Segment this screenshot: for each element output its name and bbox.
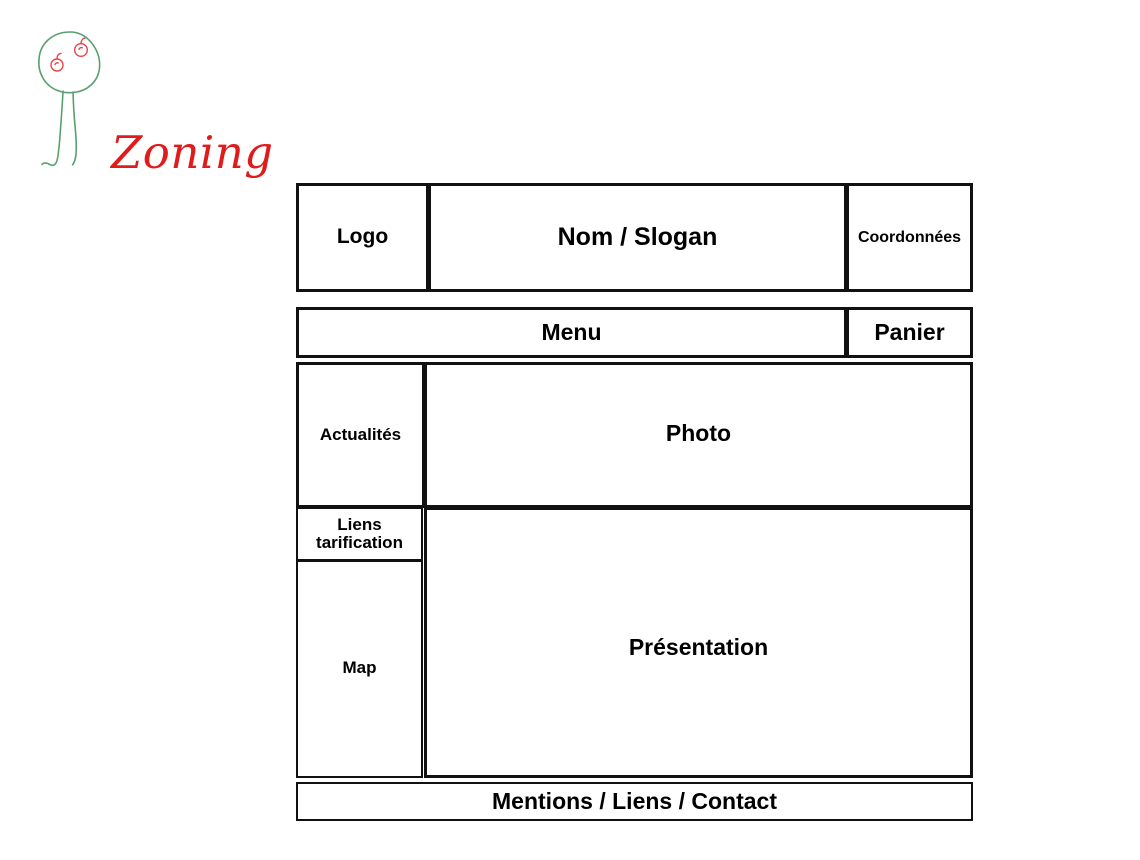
zone-contact-details[interactable]: Coordonnées	[846, 183, 973, 292]
zone-presentation[interactable]: Présentation	[424, 507, 973, 778]
zone-footer-links[interactable]: Mentions / Liens / Contact	[296, 782, 973, 821]
zone-name-slogan[interactable]: Nom / Slogan	[428, 183, 847, 292]
brand-block: Zoning	[18, 18, 278, 178]
zone-links-pricing[interactable]: Liens tarification	[296, 507, 423, 561]
zone-cart[interactable]: Panier	[846, 307, 973, 358]
zone-menu[interactable]: Menu	[296, 307, 847, 358]
zone-map[interactable]: Map	[296, 560, 423, 778]
zone-news[interactable]: Actualités	[296, 362, 425, 508]
zone-links-pricing-text: Liens tarification	[316, 514, 403, 553]
zone-logo[interactable]: Logo	[296, 183, 429, 292]
zone-links-pricing-line1: Liens	[337, 514, 382, 534]
zone-photo[interactable]: Photo	[424, 362, 973, 508]
zone-links-pricing-line2: tarification	[316, 533, 403, 552]
tree-with-apples-icon	[38, 31, 101, 167]
page-title: Zoning	[111, 126, 274, 179]
